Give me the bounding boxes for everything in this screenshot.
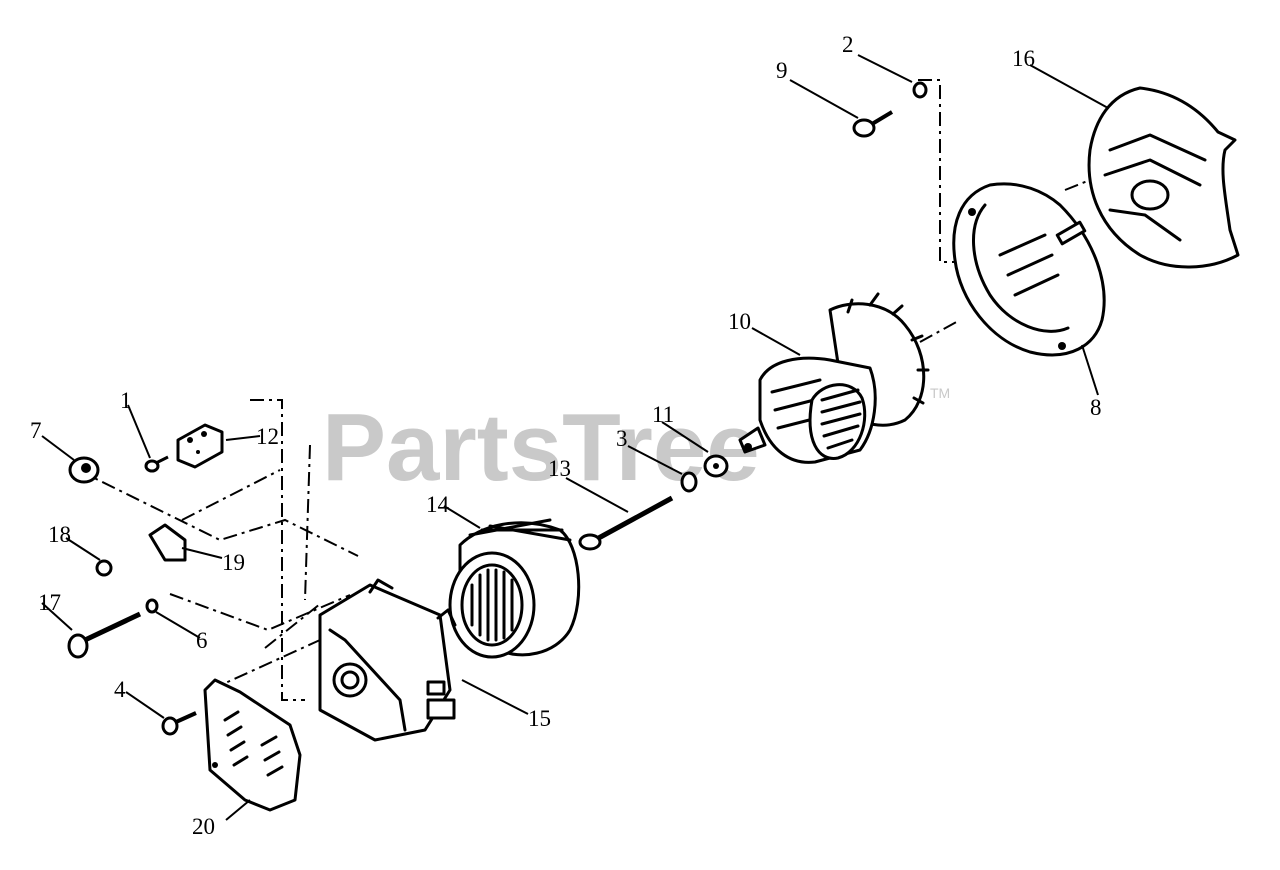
callout-6: 6 [196,628,208,653]
callout-15: 15 [528,706,551,731]
callout-18: 18 [48,522,71,547]
part-12-terminal-block [176,423,224,469]
part-7-grommet [68,456,100,484]
callout-2: 2 [842,32,854,57]
callout-14: 14 [426,492,450,517]
part-14-stator [448,518,581,659]
watermark-trademark: TM [930,385,950,401]
part-18-nut [95,559,113,577]
callout-11: 11 [652,402,674,427]
callout-20: 20 [192,814,215,839]
callout-10: 10 [728,309,751,334]
callout-9: 9 [776,58,788,83]
callout-labels: 2 9 16 8 10 11 3 13 14 15 1 12 7 18 19 1… [30,32,1102,839]
part-20-end-cover [203,678,302,812]
part-6-washer [145,598,159,614]
callout-4: 4 [114,677,126,702]
part-2-washer [912,81,928,99]
part-3-lock-washer [680,471,698,493]
callout-12: 12 [256,424,279,449]
callout-3: 3 [616,426,628,451]
part-16-fan-shroud [1087,86,1240,269]
callout-16: 16 [1012,46,1035,71]
part-17-bolt [67,611,142,659]
callout-13: 13 [548,456,571,481]
part-19-bracket [148,523,187,562]
callout-1: 1 [120,388,132,413]
part-10-rotor [738,292,930,464]
callout-19: 19 [222,550,245,575]
callout-17: 17 [38,590,61,615]
part-4-screw [161,711,197,736]
leader-lines [41,54,1109,821]
part-11-washer [703,454,729,478]
part-13-through-bolt [578,495,674,551]
callout-7: 7 [30,418,42,443]
alignment-lines [77,79,1121,701]
part-8-housing [952,182,1106,357]
part-1-screw [144,455,169,473]
part-9-screw [852,110,894,138]
callout-8: 8 [1090,395,1102,420]
part-15-end-bell [318,578,457,742]
